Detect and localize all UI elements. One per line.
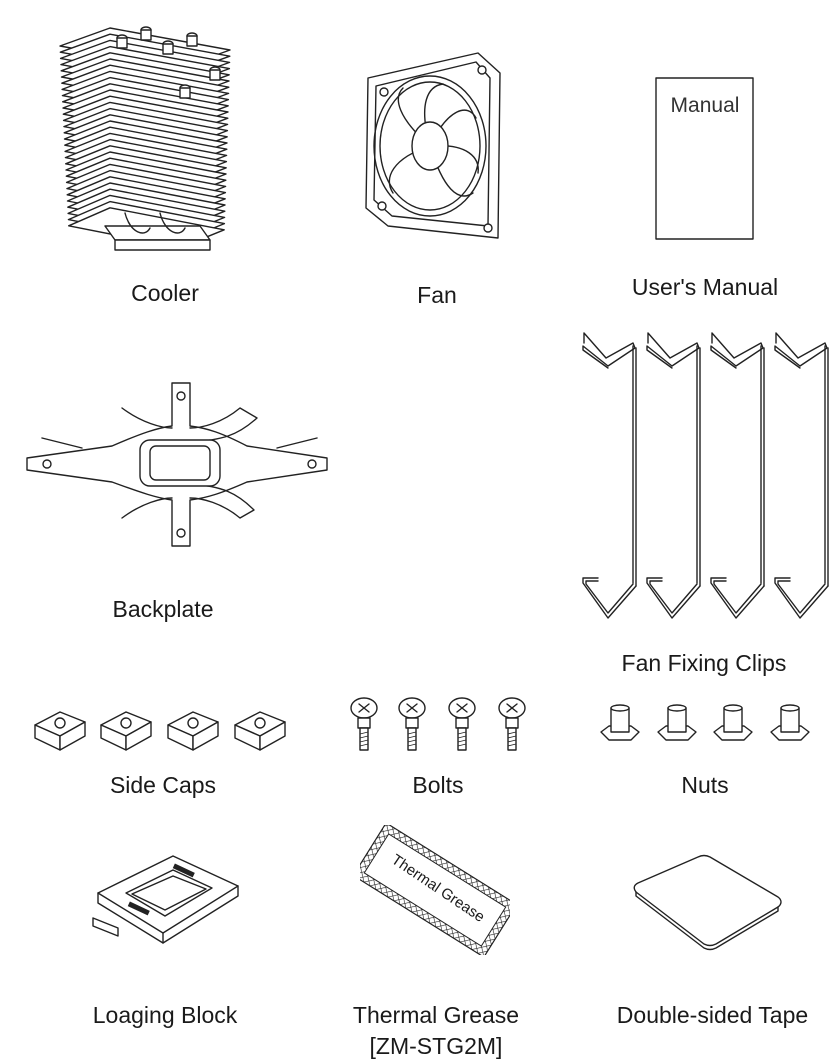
nuts-label: Nuts [681,772,729,798]
bolts-label: Bolts [412,772,464,798]
fan-illustration [358,48,508,248]
thermal-grease-label-line1: Thermal Grease [352,1002,520,1028]
cooler-label: Cooler [131,280,199,306]
loading-block-label: Loaging Block [92,1002,238,1028]
loading-block-illustration [88,848,243,948]
tape-label: Double-sided Tape [616,1002,809,1028]
fan-clips-label: Fan Fixing Clips [621,650,787,676]
backplate-label: Backplate [112,596,214,622]
cooler-illustration [50,8,275,268]
side-caps-label: Side Caps [109,772,217,798]
thermal-grease-label-line2: [ZM-STG2M] [369,1033,503,1059]
backplate-illustration [22,378,334,553]
manual-cover-text: Manual [670,94,740,117]
side-caps-illustration [30,700,290,760]
fan-label: Fan [417,282,457,308]
thermal-grease-illustration [360,825,510,955]
manual-illustration [655,77,755,241]
fan-clips-illustration [578,328,833,623]
bolts-illustration [340,694,540,764]
nuts-illustration [596,704,816,754]
manual-label: User's Manual [631,274,779,300]
tape-illustration [628,852,788,952]
